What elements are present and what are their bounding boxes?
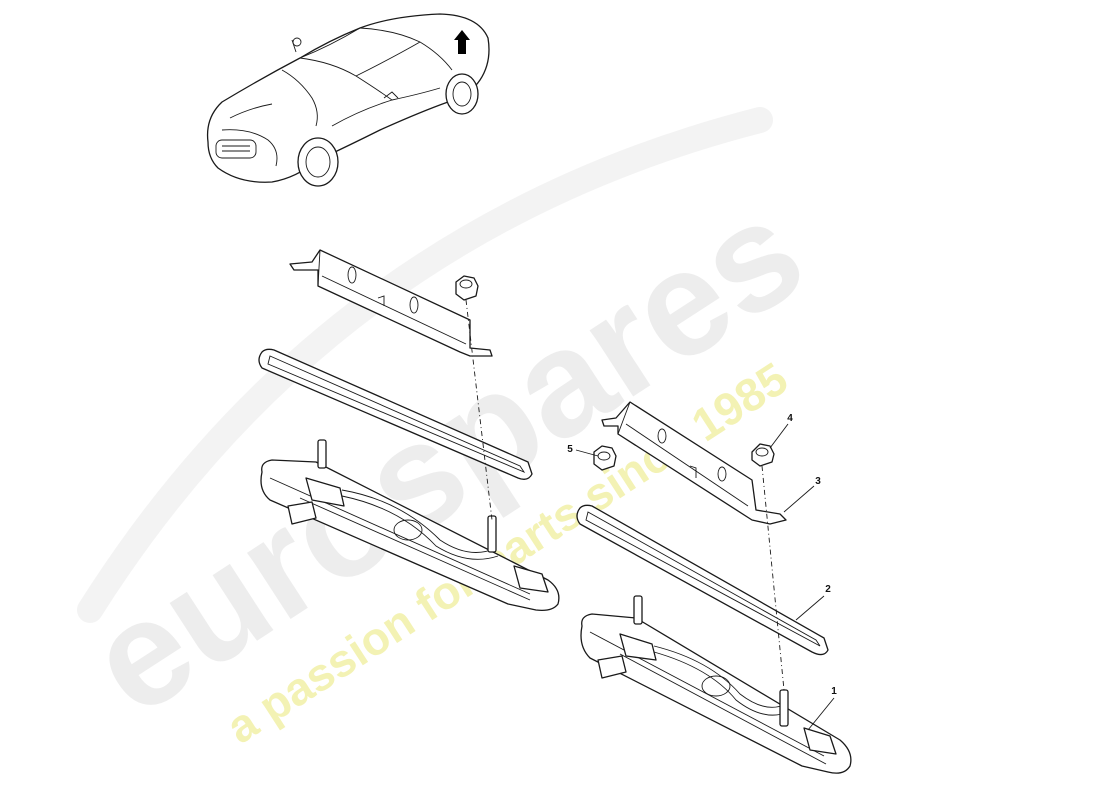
left-gasket: [258, 348, 533, 480]
callout-5-label: 5: [567, 444, 573, 455]
callouts: 1 2 3 4 5: [567, 413, 837, 731]
callout-3: 3: [783, 476, 821, 513]
callout-4-label: 4: [787, 413, 793, 424]
right-axis-line: [761, 465, 785, 691]
part-5-grommet: [593, 445, 617, 471]
part-2-gasket: [576, 504, 829, 656]
callout-3-label: 3: [815, 476, 821, 487]
left-lamp: [260, 439, 560, 612]
left-nut: [455, 275, 479, 301]
part-1-lamp: [580, 595, 852, 774]
left-assembly: [258, 249, 560, 612]
callout-4: 4: [769, 413, 793, 449]
right-assembly: [576, 401, 852, 774]
callout-2-label: 2: [825, 584, 831, 595]
car-illustration: [206, 13, 490, 187]
part-3-bracket: [601, 401, 787, 525]
callout-2: 2: [795, 584, 831, 621]
left-bracket: [289, 249, 493, 357]
location-arrow-icon: [454, 30, 470, 54]
callout-1: 1: [807, 686, 837, 731]
callout-1-label: 1: [831, 686, 837, 697]
callout-5: 5: [567, 444, 599, 457]
part-4-nut: [751, 443, 775, 467]
left-axis-line: [465, 299, 493, 521]
